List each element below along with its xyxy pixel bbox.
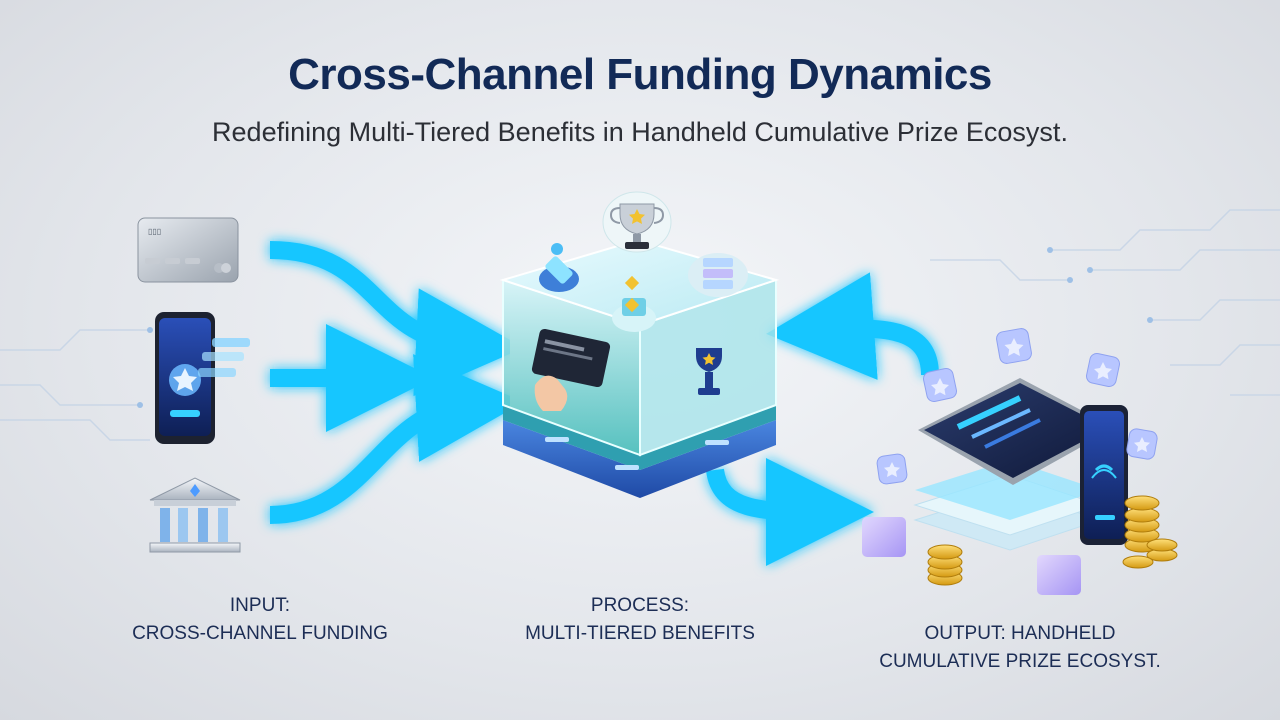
output-label: OUTPUT: HANDHELD CUMULATIVE PRIZE ECOSYS…	[830, 620, 1210, 676]
flow-arrow-bank	[269, 354, 524, 524]
page-title: Cross-Channel Funding Dynamics	[288, 50, 992, 99]
star-coin-icon	[539, 243, 656, 332]
output-flow-arrows	[706, 272, 939, 566]
flow-arrow-card	[269, 241, 524, 397]
trophy-small-icon	[696, 348, 722, 395]
trophy-icon	[602, 191, 672, 253]
input-label-line2: CROSS-CHANNEL FUNDING	[132, 623, 388, 644]
circuit-nodes	[137, 247, 1153, 408]
star-marks	[884, 338, 1150, 477]
output-label-line2: CUMULATIVE PRIZE ECOSYST.	[879, 651, 1161, 672]
stacked-layers-icon	[688, 253, 748, 297]
output-ecosystem	[913, 460, 1102, 551]
page-subtitle: Redefining Multi-Tiered Benefits in Hand…	[212, 117, 1068, 147]
input-label: INPUT: CROSS-CHANNEL FUNDING	[80, 592, 440, 648]
circuit-lines	[0, 209, 1280, 441]
tablet-icon	[918, 378, 1115, 485]
process-label-line2: MULTI-TIERED BENEFITS	[525, 623, 755, 644]
svg-text:▯▯▯: ▯▯▯	[148, 227, 161, 236]
payment-card-in-hand-icon	[531, 328, 611, 411]
bank-icon	[149, 477, 241, 553]
output-label-line1: OUTPUT: HANDHELD	[924, 623, 1116, 644]
input-label-line1: INPUT:	[229, 595, 291, 616]
coin-stack-icon	[927, 495, 1178, 586]
process-label-line1: PROCESS:	[590, 595, 690, 616]
smartphone-payment-icon	[155, 312, 250, 444]
credit-card-icon: ▯▯▯	[137, 217, 239, 283]
process-label: PROCESS: MULTI-TIERED BENEFITS	[460, 592, 820, 648]
input-flow-arrows	[269, 241, 524, 524]
phone-icon	[1080, 405, 1128, 545]
gift-box-icon	[862, 517, 1081, 595]
flow-arrow-to-output	[706, 457, 874, 566]
flow-arrow-feedback	[766, 272, 939, 381]
